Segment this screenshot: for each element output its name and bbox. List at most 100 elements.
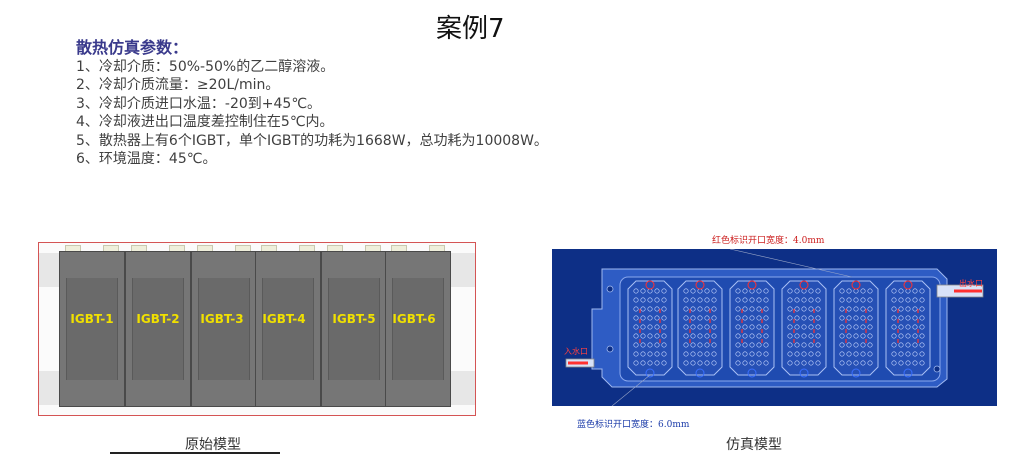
pin-fin (697, 324, 703, 330)
pin-fin (647, 297, 653, 303)
pin-fin (756, 333, 762, 339)
pin-fin (742, 351, 748, 357)
pin-fin (763, 315, 769, 321)
pin-fin (735, 324, 741, 330)
pin-fin (919, 360, 925, 366)
cold-plate (885, 280, 931, 376)
pin-fin (801, 351, 807, 357)
pin-fin (683, 360, 689, 366)
pin-fin (711, 306, 717, 312)
pin-fin (815, 324, 821, 330)
pin-fin (633, 288, 639, 294)
pin-fin (846, 306, 852, 312)
pin-fin (808, 324, 814, 330)
pin-fin (749, 342, 755, 348)
pin-fin (808, 360, 814, 366)
pin-fin (794, 342, 800, 348)
pin-fin (640, 333, 646, 339)
pin-fin (704, 297, 710, 303)
pin-fin (735, 360, 741, 366)
pin-fin (704, 288, 710, 294)
pin-fin (640, 315, 646, 321)
pin-fin (867, 342, 873, 348)
pin-fin (654, 288, 660, 294)
pin-fin (846, 351, 852, 357)
pin-fin (749, 297, 755, 303)
igbt-module (321, 251, 387, 407)
pin-fin (919, 351, 925, 357)
pin-fin (787, 333, 793, 339)
pin-fin (749, 315, 755, 321)
pin-fin (919, 306, 925, 312)
pin-fin (898, 333, 904, 339)
pin-fin (898, 315, 904, 321)
outlet-label: 出水口 (959, 279, 983, 288)
pin-fin (683, 315, 689, 321)
pin-fin (898, 306, 904, 312)
pin-fin (661, 333, 667, 339)
pin-fin (898, 360, 904, 366)
pin-fin (808, 297, 814, 303)
pin-fin (704, 306, 710, 312)
pin-fin (647, 306, 653, 312)
pin-fin (661, 288, 667, 294)
pin-fin (763, 351, 769, 357)
pin-fin (661, 306, 667, 312)
pin-fin (640, 360, 646, 366)
pin-fin (905, 324, 911, 330)
pin-fin (742, 324, 748, 330)
pin-fin (867, 333, 873, 339)
pin-fin (711, 288, 717, 294)
pin-fin (891, 324, 897, 330)
pin-fin (860, 351, 866, 357)
pin-fin (711, 297, 717, 303)
pin-fin (853, 351, 859, 357)
cold-plate (833, 280, 879, 376)
pin-fin (787, 288, 793, 294)
pin-fin (683, 333, 689, 339)
pin-fin (867, 297, 873, 303)
pin-fin (794, 306, 800, 312)
pin-fin (640, 324, 646, 330)
pin-fin (690, 333, 696, 339)
pin-fin (919, 315, 925, 321)
pin-fin (905, 333, 911, 339)
pin-fin (640, 306, 646, 312)
pin-fin (756, 360, 762, 366)
igbt-label-4: IGBT-4 (262, 312, 306, 326)
pin-fin (749, 306, 755, 312)
mounting-hole (606, 285, 614, 293)
pin-fin (853, 324, 859, 330)
igbt-module (385, 251, 451, 407)
pin-fin (867, 288, 873, 294)
pin-fin (763, 333, 769, 339)
pin-fin (815, 342, 821, 348)
pin-fin (846, 324, 852, 330)
pin-fin (704, 324, 710, 330)
pin-fin (742, 342, 748, 348)
igbt-label-3: IGBT-3 (200, 312, 244, 326)
pin-fin (912, 342, 918, 348)
pin-fin (912, 297, 918, 303)
pin-fin (697, 315, 703, 321)
pin-fin (654, 333, 660, 339)
pin-fin (846, 297, 852, 303)
pin-fin (742, 288, 748, 294)
igbt-label-1: IGBT-1 (70, 312, 114, 326)
pin-fin (735, 288, 741, 294)
pin-fin (756, 297, 762, 303)
pin-fin (808, 342, 814, 348)
pin-fin (815, 306, 821, 312)
pin-fin (846, 342, 852, 348)
pin-fin (801, 342, 807, 348)
pin-fin (912, 306, 918, 312)
pin-fin (742, 360, 748, 366)
red-opening-marker (695, 280, 705, 290)
blue-opening-marker (799, 368, 809, 378)
pin-fin (640, 288, 646, 294)
pin-fin (860, 306, 866, 312)
pin-fin (794, 360, 800, 366)
pin-fin (749, 333, 755, 339)
pin-fin (749, 360, 755, 366)
pin-fin (839, 297, 845, 303)
